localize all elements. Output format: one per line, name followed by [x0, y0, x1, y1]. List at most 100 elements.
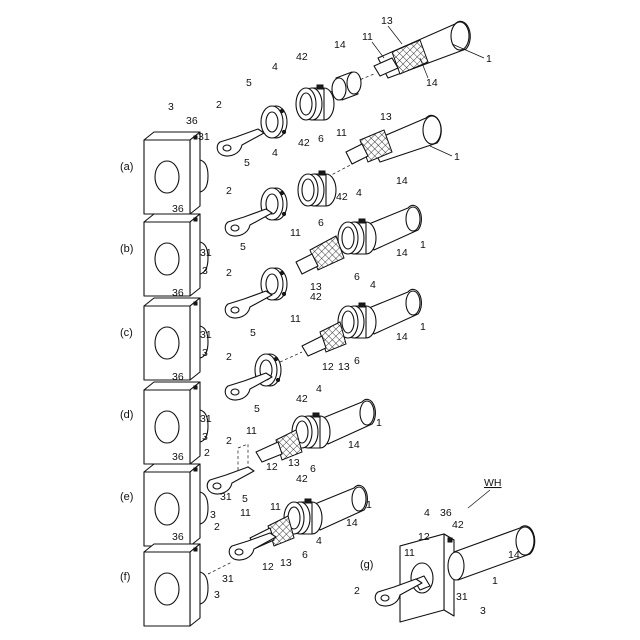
- svg-text:6: 6: [354, 271, 360, 283]
- svg-text:42: 42: [336, 191, 348, 203]
- svg-text:4: 4: [272, 61, 278, 73]
- svg-text:4: 4: [424, 507, 430, 519]
- svg-text:11: 11: [240, 507, 251, 519]
- svg-text:11: 11: [290, 227, 301, 239]
- svg-text:5: 5: [254, 403, 260, 415]
- housing-f: [144, 544, 208, 626]
- svg-text:31: 31: [200, 247, 212, 259]
- top-seal: [296, 85, 334, 120]
- svg-text:11: 11: [362, 31, 373, 43]
- svg-text:2: 2: [226, 185, 232, 197]
- svg-text:2: 2: [216, 99, 222, 111]
- housing-a: [144, 132, 208, 214]
- terminal-b: [225, 291, 272, 318]
- svg-text:1: 1: [420, 321, 426, 333]
- svg-text:5: 5: [246, 77, 252, 89]
- svg-text:1: 1: [366, 499, 372, 511]
- svg-text:4: 4: [356, 187, 362, 199]
- terminal-a: [225, 209, 272, 236]
- svg-text:31: 31: [456, 591, 468, 603]
- svg-text:3: 3: [202, 347, 208, 359]
- svg-text:2: 2: [214, 521, 220, 533]
- svg-text:WH: WH: [484, 477, 502, 489]
- svg-text:2: 2: [226, 351, 232, 363]
- step-label-a: (a): [120, 161, 133, 173]
- svg-text:5: 5: [244, 157, 250, 169]
- svg-text:13: 13: [338, 361, 350, 373]
- svg-text:42: 42: [298, 137, 310, 149]
- svg-text:6: 6: [302, 549, 308, 561]
- svg-text:3: 3: [202, 265, 208, 277]
- svg-text:13: 13: [381, 15, 393, 27]
- svg-text:14: 14: [396, 247, 408, 259]
- wire-row-a: [318, 115, 441, 182]
- svg-text:36: 36: [172, 371, 184, 383]
- svg-text:1: 1: [492, 575, 498, 587]
- svg-text:42: 42: [452, 519, 464, 531]
- svg-text:4: 4: [370, 279, 376, 291]
- step-label-d: (d): [120, 409, 133, 421]
- svg-text:14: 14: [396, 331, 408, 343]
- step-label-g: (g): [360, 559, 373, 571]
- svg-text:2: 2: [204, 447, 210, 459]
- svg-text:6: 6: [310, 463, 316, 475]
- svg-text:1: 1: [486, 53, 492, 65]
- svg-text:12: 12: [418, 531, 430, 543]
- wire-row-b: [296, 205, 421, 274]
- terminal-e: [207, 467, 254, 494]
- svg-text:11: 11: [270, 501, 281, 513]
- svg-text:2: 2: [354, 585, 360, 597]
- wire-row-d: [256, 399, 375, 462]
- svg-text:31: 31: [222, 573, 234, 585]
- svg-text:13: 13: [288, 457, 300, 469]
- svg-text:14: 14: [426, 77, 438, 89]
- svg-text:6: 6: [318, 217, 324, 229]
- svg-text:31: 31: [200, 329, 212, 341]
- housing-b: [144, 214, 208, 296]
- svg-text:11: 11: [290, 313, 301, 325]
- svg-text:3: 3: [202, 431, 208, 443]
- svg-text:14: 14: [396, 175, 408, 187]
- svg-text:14: 14: [346, 517, 358, 529]
- svg-text:3: 3: [214, 589, 220, 601]
- assembly-g: [375, 526, 535, 622]
- step-label-e: (e): [120, 491, 133, 503]
- svg-text:42: 42: [310, 291, 322, 303]
- housing-c: [144, 298, 208, 380]
- svg-text:42: 42: [296, 393, 308, 405]
- svg-text:31: 31: [220, 491, 232, 503]
- svg-text:4: 4: [316, 535, 322, 547]
- step-label-c: (c): [120, 327, 133, 339]
- svg-text:36: 36: [186, 115, 198, 127]
- svg-text:5: 5: [242, 493, 248, 505]
- svg-text:6: 6: [318, 133, 324, 145]
- svg-text:11: 11: [404, 547, 415, 559]
- svg-text:13: 13: [380, 111, 392, 123]
- svg-text:4: 4: [272, 147, 278, 159]
- svg-text:36: 36: [440, 507, 452, 519]
- svg-text:1: 1: [454, 151, 460, 163]
- svg-text:3: 3: [210, 509, 216, 521]
- top-terminal: [217, 129, 264, 156]
- top-sleeve: [332, 72, 361, 100]
- step-label-f: (f): [120, 571, 130, 583]
- svg-text:36: 36: [172, 287, 184, 299]
- svg-text:14: 14: [334, 39, 346, 51]
- svg-text:2: 2: [226, 435, 232, 447]
- svg-text:36: 36: [172, 451, 184, 463]
- svg-text:13: 13: [280, 557, 292, 569]
- svg-text:3: 3: [480, 605, 486, 617]
- svg-text:1: 1: [420, 239, 426, 251]
- svg-text:3: 3: [168, 101, 174, 113]
- svg-text:1: 1: [376, 417, 382, 429]
- top-nut: [261, 106, 287, 138]
- seal-a: [298, 171, 336, 206]
- svg-text:31: 31: [198, 131, 210, 143]
- svg-text:2: 2: [226, 267, 232, 279]
- svg-text:6: 6: [354, 355, 360, 367]
- step-label-b: (b): [120, 243, 133, 255]
- svg-text:14: 14: [508, 549, 520, 561]
- svg-text:12: 12: [322, 361, 334, 373]
